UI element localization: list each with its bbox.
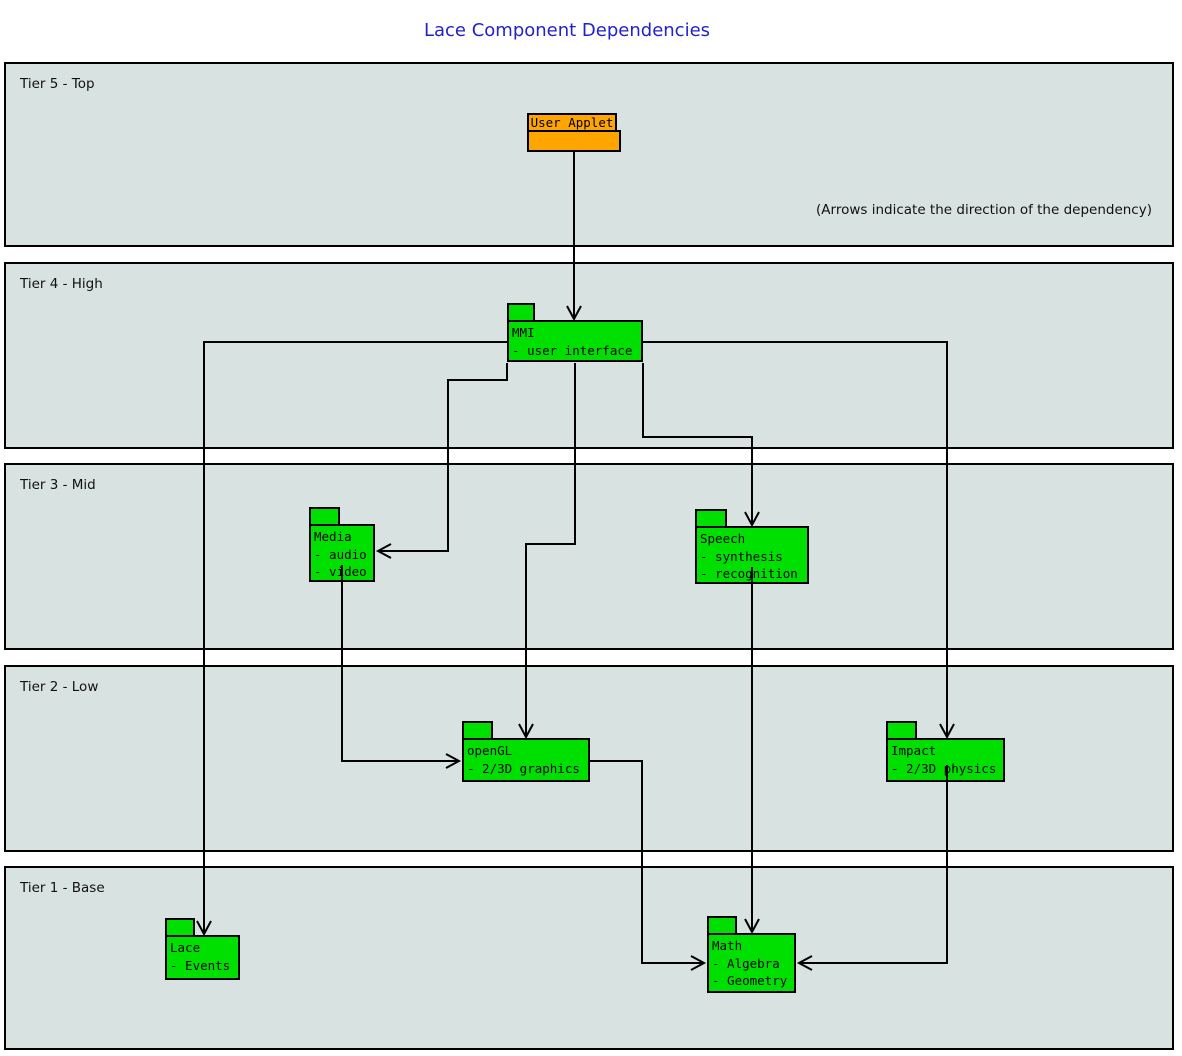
- component-name: Lace: [170, 940, 201, 955]
- component-detail: - video: [314, 564, 367, 579]
- component-speech: Speech - synthesis - recognition: [695, 509, 809, 584]
- component-detail: - Events: [170, 957, 231, 973]
- component-opengl: openGL - 2/3D graphics: [462, 721, 590, 782]
- component-detail: - 2/3D graphics: [467, 760, 580, 776]
- arrow-direction-note: (Arrows indicate the direction of the de…: [816, 202, 1152, 218]
- component-name: User Applet: [527, 113, 617, 132]
- component-media: Media - audio - video: [309, 507, 375, 582]
- component-name: openGL: [467, 743, 513, 758]
- component-impact: Impact - 2/3D physics: [886, 721, 1005, 782]
- diagram-title: Lace Component Dependencies: [423, 20, 711, 41]
- tier-label-3: Tier 3 - Mid: [20, 477, 96, 493]
- tier-label-1: Tier 1 - Base: [20, 880, 105, 896]
- applet-body: [527, 130, 621, 152]
- component-mmi: MMI - user interface: [507, 303, 643, 362]
- component-detail: - Geometry: [712, 973, 788, 988]
- component-user-applet: User Applet: [527, 113, 621, 152]
- component-detail: - Algebra: [712, 955, 780, 971]
- component-name: Speech: [700, 531, 746, 546]
- component-name: Math: [712, 938, 743, 953]
- tier-label-4: Tier 4 - High: [20, 276, 103, 292]
- tier-label-2: Tier 2 - Low: [20, 679, 99, 695]
- component-detail: - user interface: [512, 342, 633, 358]
- component-detail: - recognition: [700, 566, 798, 581]
- component-name: Media: [314, 529, 352, 544]
- component-detail: - synthesis: [700, 548, 783, 564]
- component-name: MMI: [512, 325, 535, 340]
- tier-label-5: Tier 5 - Top: [20, 76, 95, 92]
- component-lace: Lace - Events: [165, 918, 240, 980]
- component-detail: - audio: [314, 546, 367, 562]
- tier-band-3: Tier 3 - Mid: [4, 463, 1174, 650]
- tier-band-5: Tier 5 - Top: [4, 62, 1174, 247]
- component-detail: - 2/3D physics: [891, 760, 997, 776]
- component-name: Impact: [891, 743, 937, 758]
- component-math: Math - Algebra - Geometry: [707, 916, 796, 993]
